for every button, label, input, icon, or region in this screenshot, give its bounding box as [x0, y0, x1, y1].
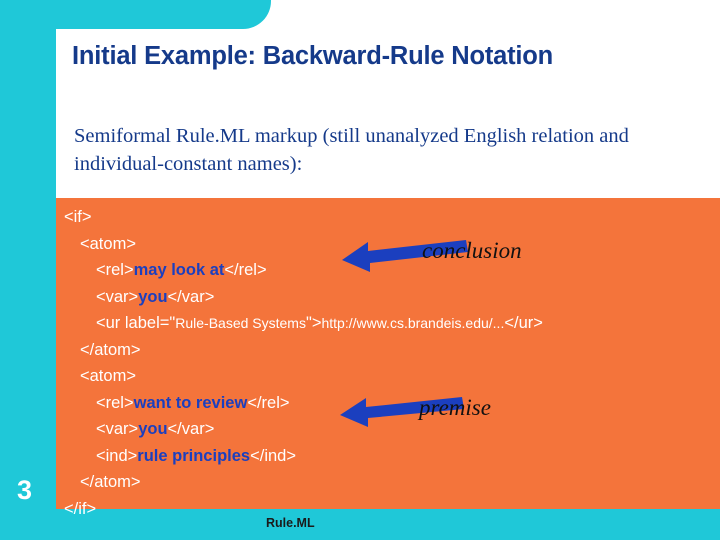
code-token: rule principles: [137, 446, 251, 465]
code-line: </if>: [64, 496, 720, 523]
code-token: </if>: [64, 499, 97, 518]
code-token: <ind>: [96, 446, 138, 465]
code-line: </atom>: [64, 469, 720, 496]
code-token: <var>: [96, 420, 139, 438]
code-block: <if><atom><rel>may look at</rel><var>you…: [56, 198, 720, 518]
code-line: <rel>want to review</rel>: [64, 390, 720, 417]
annotation-premise: premise: [419, 395, 491, 420]
code-line: <rel>may look at</rel>: [64, 257, 720, 284]
code-token: </ind>: [250, 446, 296, 465]
code-token: <var>: [96, 287, 139, 306]
code-token: </atom>: [80, 473, 141, 491]
code-token: </rel>: [224, 261, 267, 279]
slide-number: 3: [17, 475, 33, 505]
code-token: you: [138, 287, 168, 306]
code-token: <atom>: [80, 234, 136, 253]
code-token: </atom>: [80, 340, 141, 359]
code-token: <rel>: [96, 393, 134, 412]
code-line: <ur label="Rule-Based Systems">http://ww…: [64, 310, 720, 337]
code-line: <var>you</var>: [64, 416, 720, 443]
code-token: </var>: [167, 287, 215, 306]
code-token: want to review: [133, 393, 248, 412]
code-token: <rel>: [96, 261, 134, 279]
code-token: Rule-Based Systems: [175, 315, 306, 331]
code-line: <atom>: [64, 231, 720, 258]
top-rounded-tab: [56, 0, 271, 29]
bottom-accent-bar: [0, 509, 720, 540]
code-line: <atom>: [64, 363, 720, 390]
code-token: you: [138, 420, 168, 438]
code-token: ">: [305, 314, 322, 332]
premise-arrow: [340, 397, 464, 427]
code-token: may look at: [133, 261, 225, 279]
code-token: </ur>: [504, 314, 543, 332]
footer-label: Rule.ML: [266, 516, 315, 530]
code-token: </rel>: [247, 393, 290, 412]
code-token: <ur label=": [96, 314, 176, 332]
conclusion-arrow: [342, 240, 468, 272]
left-accent-bar: [0, 0, 56, 540]
code-line: </atom>: [64, 337, 720, 364]
code-line: <if>: [64, 204, 720, 231]
code-token: </var>: [167, 420, 215, 438]
slide-subtitle: Semiformal Rule.ML markup (still unanaly…: [74, 125, 629, 176]
code-line: <var>you</var>: [64, 284, 720, 311]
code-token: <if>: [64, 208, 92, 226]
page-title: Initial Example: Backward-Rule Notation: [72, 42, 554, 70]
annotation-conclusion: conclusion: [422, 238, 522, 263]
code-listing: <if><atom><rel>may look at</rel><var>you…: [64, 204, 720, 522]
code-token: <atom>: [80, 367, 136, 385]
code-line: <ind>rule principles</ind>: [64, 443, 720, 470]
code-token: http://www.cs.brandeis.edu/...: [321, 315, 505, 331]
